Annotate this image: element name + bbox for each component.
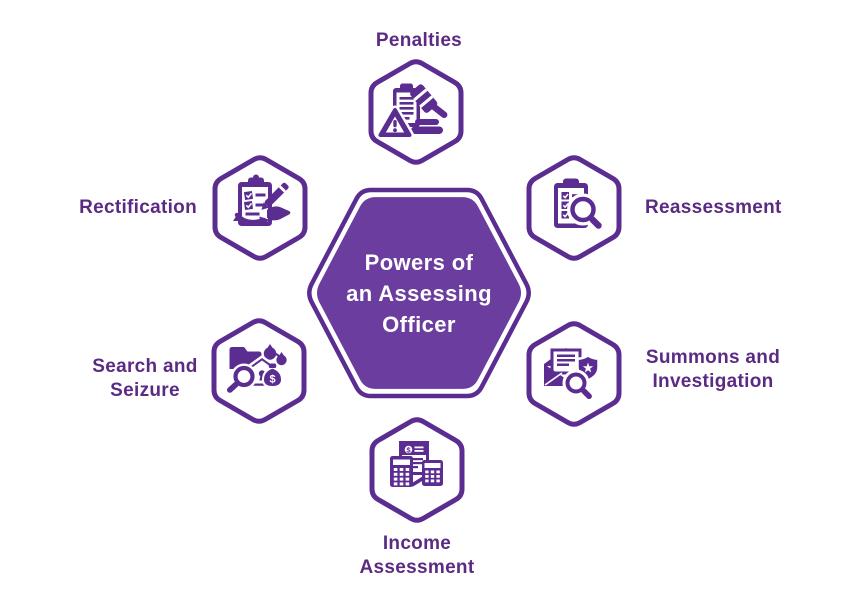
center-hexagon <box>307 187 531 399</box>
rectification-hexagon <box>212 155 308 261</box>
center-hexagon-fill <box>317 197 521 389</box>
checklist-magnifier-icon <box>554 178 602 229</box>
center-hexagon-outline <box>307 187 531 399</box>
rectification-label: Rectification <box>79 197 197 218</box>
reassessment-hexagon <box>526 155 622 261</box>
summons-label: Summons and Investigation <box>645 347 781 392</box>
income-assessment-label: Income Assessment <box>359 533 475 578</box>
folder-house-moneybag-magnifier-icon: $ <box>226 344 287 393</box>
penalties-hexagon <box>368 59 464 165</box>
penalties-label: Penalties <box>375 30 463 51</box>
envelope-badge-magnifier-icon <box>544 348 600 400</box>
search-seizure-label: Search and Seizure <box>92 356 198 401</box>
svg-text:$: $ <box>269 374 275 386</box>
receipt-calculators-icon: $ <box>390 441 443 487</box>
reassessment-label: Reassessment <box>645 197 782 218</box>
center-title: Powers of an Assessing Officer <box>346 249 492 337</box>
income-hexagon: $ <box>369 417 465 523</box>
search-seizure-hexagon: $ <box>211 318 307 424</box>
svg-text:$: $ <box>406 445 411 454</box>
summons-hexagon <box>526 321 622 427</box>
clipboard-gavel-warning-icon <box>376 83 448 140</box>
checklist-pencil-hand-icon <box>233 174 291 226</box>
